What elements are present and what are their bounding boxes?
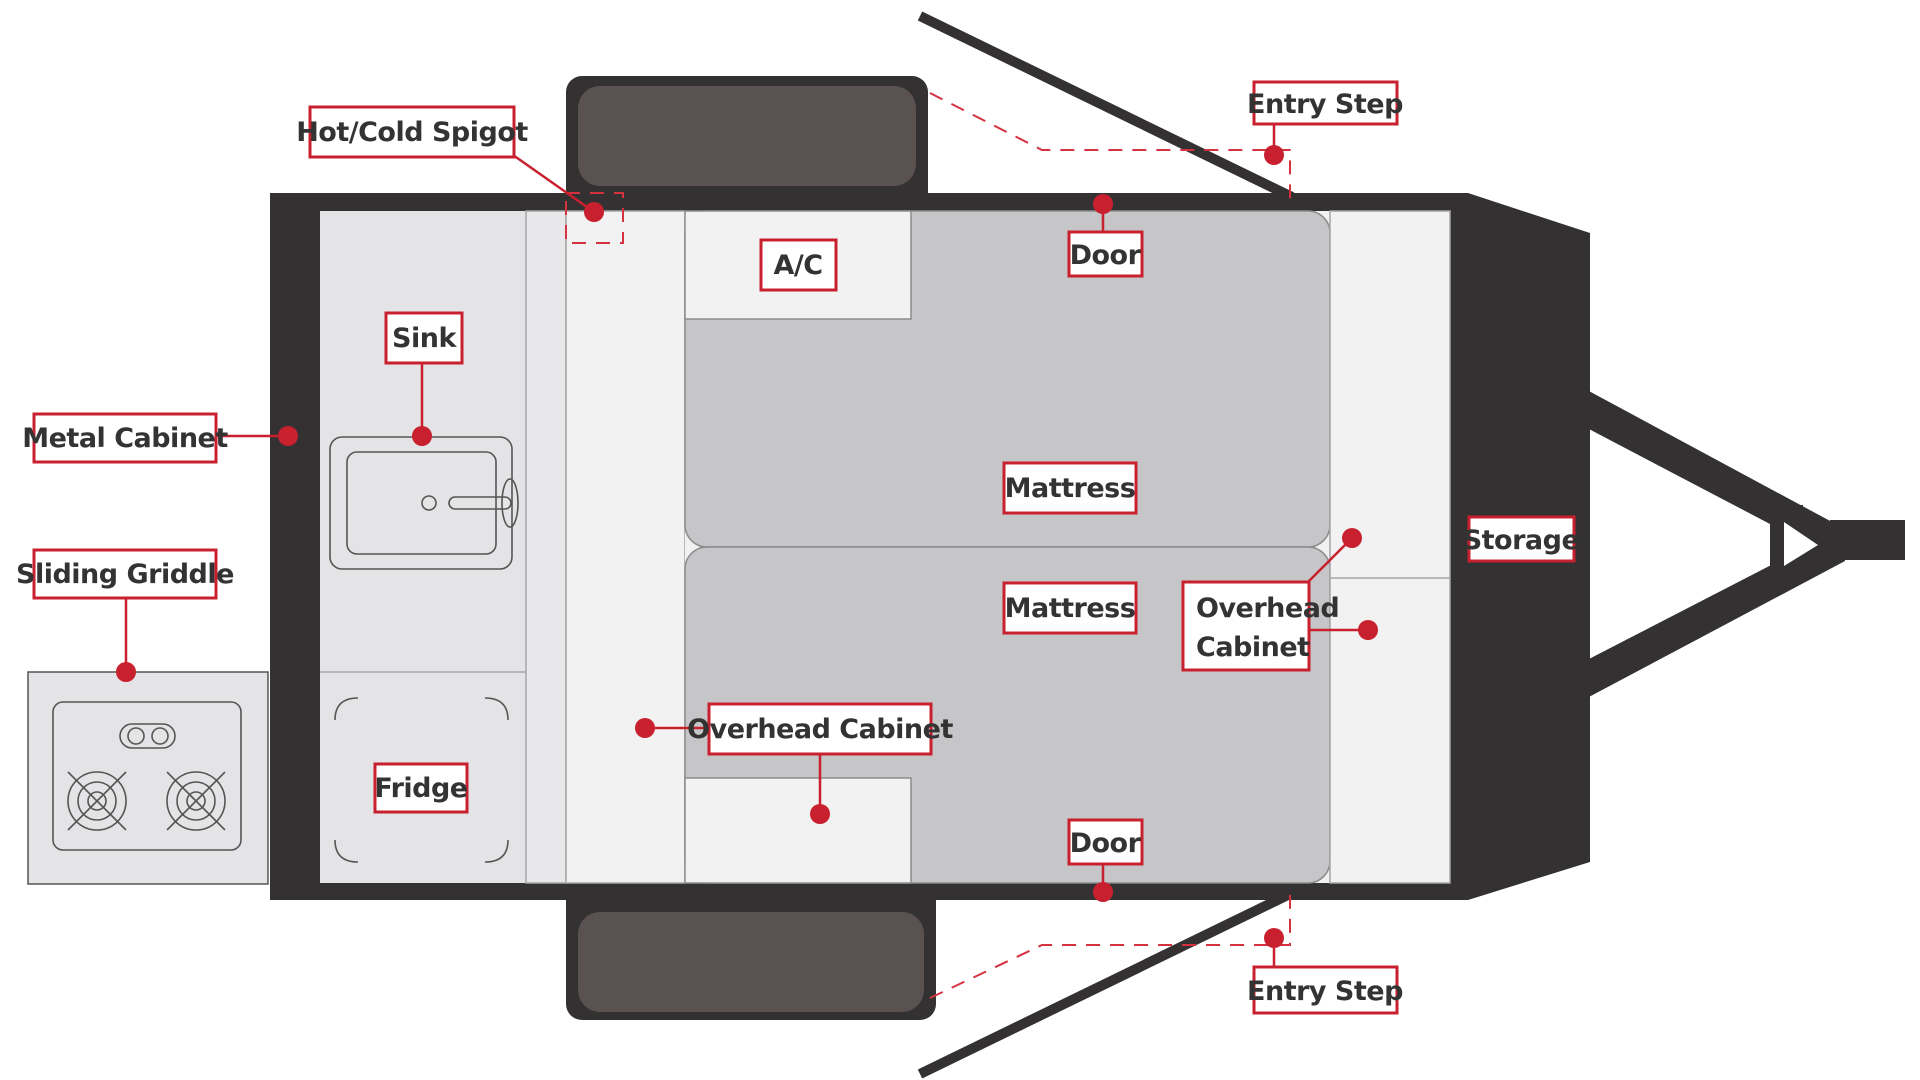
leader-lines [124,122,1368,967]
spigot-dashed-box [565,192,624,244]
label-storage: Storage [1463,515,1580,563]
label-hot-cold-spigot: Hot/Cold Spigot [296,105,529,159]
label-mattress-bottom: Mattress [1002,581,1138,635]
callout-dots [116,145,1378,948]
label-mattress-top: Mattress [1002,461,1138,515]
label-entry-step-bottom: Entry Step [1247,965,1404,1015]
sink-icon [329,436,519,570]
sliding-griddle-text: Sliding Griddle [16,559,234,590]
fridge-text: Fridge [374,773,467,804]
mattress-top-text: Mattress [1005,473,1136,504]
label-overhead-cabinet-left: Overhead Cabinet [687,702,954,756]
door-top-text: Door [1070,240,1142,271]
entry-step-bottom-line [917,888,1295,1079]
label-fridge: Fridge [373,762,469,814]
entry-step-bottom-text: Entry Step [1247,976,1403,1007]
label-sliding-griddle: Sliding Griddle [16,548,234,600]
label-entry-step-top: Entry Step [1247,80,1404,126]
metal-cabinet-text: Metal Cabinet [22,423,228,454]
hot-cold-spigot-text: Hot/Cold Spigot [296,117,528,148]
entry-step-top-dashed [929,92,1291,200]
storage-text: Storage [1463,525,1580,556]
overhead-cabinet-left-shape [684,777,912,884]
trailer-tongue [1587,390,1905,698]
label-metal-cabinet: Metal Cabinet [22,412,229,464]
griddle-panel [27,671,269,885]
galley-side-strip [525,210,567,884]
mattress-bottom-text: Mattress [1005,593,1136,624]
aisle-panel [565,210,686,884]
label-overhead-cabinet-right: Overhead Cabinet [1181,580,1340,672]
griddle-burner-icon [52,701,242,851]
entry-step-top-line [917,11,1295,202]
label-door-top: Door [1067,230,1144,278]
ac-text: A/C [773,250,822,281]
overhead-cabinet-left-text: Overhead Cabinet [687,714,953,745]
label-door-bottom: Door [1067,818,1144,866]
entry-step-bottom-dashed [929,893,1291,999]
door-bottom-text: Door [1070,828,1142,859]
entry-step-top-text: Entry Step [1247,89,1403,120]
fridge-icon [334,697,509,863]
overhead-cabinet-right-line1: Overhead [1196,593,1339,624]
label-sink: Sink [384,311,464,365]
label-ac: A/C [759,238,838,292]
sink-text: Sink [392,323,457,354]
overhead-cabinet-right-line2: Cabinet [1196,632,1310,663]
